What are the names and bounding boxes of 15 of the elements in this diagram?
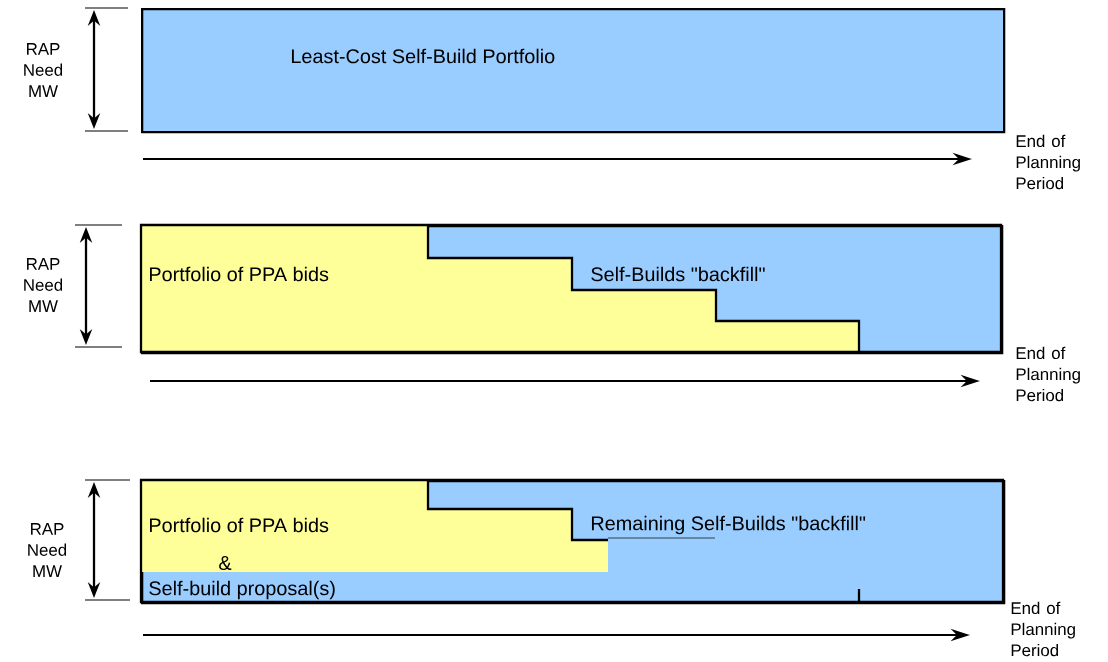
axis-label: End of Planning Period	[1016, 134, 1080, 190]
panel-label: Self-Builds "backfill"	[591, 266, 765, 282]
region-label: Portfolio of PPA bids	[150, 517, 329, 533]
panel-label: Self-build proposal(s)	[149, 580, 335, 600]
axis-label: End of Planning Period	[1016, 346, 1080, 402]
region-label: Portfolio of PPA bids	[150, 266, 329, 282]
stepped-region	[141, 225, 861, 352]
axis-label: RAP Need MW	[24, 258, 63, 312]
region-label: &	[219, 556, 232, 570]
panel-label: Remaining Self-Builds "backfill"	[592, 515, 866, 535]
axis-label: End of Planning Period	[1011, 601, 1075, 657]
panel-box	[141, 8, 1006, 134]
axis-label: RAP Need MW	[24, 43, 63, 97]
axis-label: RAP Need MW	[28, 523, 67, 577]
panel-label: Least-Cost Self-Build Portfolio	[292, 48, 555, 64]
